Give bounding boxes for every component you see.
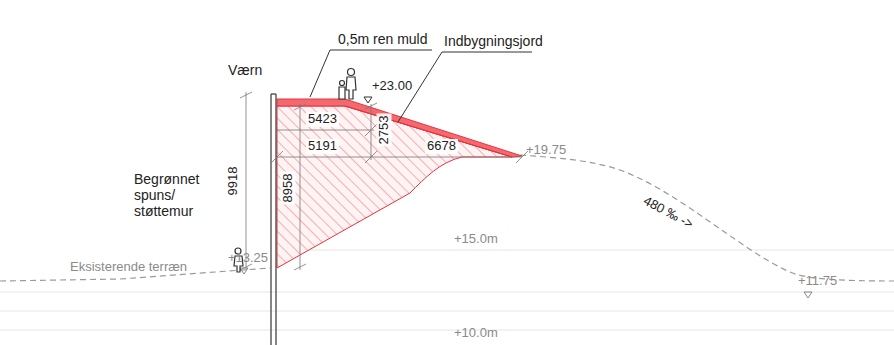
person-figures xyxy=(234,69,356,273)
topsoil-inner-edge xyxy=(345,106,512,157)
level-label: +23.00 xyxy=(372,79,412,94)
part-name: Begrønnet spuns/ støttemur xyxy=(134,171,224,219)
leader-lines xyxy=(310,50,532,122)
callout-text: 0,5m ren muld xyxy=(338,31,427,47)
dimension-label: 2753 xyxy=(377,114,392,147)
dimension-label: 5191 xyxy=(306,139,339,154)
callout-text: Indbygningsjord xyxy=(444,33,543,49)
level-lines xyxy=(0,250,894,330)
sheet-pile-wall xyxy=(271,94,276,345)
dimension-label: 5423 xyxy=(306,112,339,127)
level-marker xyxy=(804,292,812,298)
level-label: +19.75 xyxy=(526,143,566,158)
dimension-label: 8958 xyxy=(281,172,296,205)
dimension-label: 9918 xyxy=(226,167,241,196)
terrain-label: Eksisterende terræn xyxy=(70,260,187,275)
level-label: +10.0m xyxy=(454,326,498,341)
level-label: +15.0m xyxy=(454,232,498,247)
dimension-label: 6678 xyxy=(425,139,458,154)
level-marker xyxy=(240,268,248,274)
existing-terrain xyxy=(0,155,894,281)
dimension-lines xyxy=(240,92,528,270)
level-marker xyxy=(364,97,372,103)
topsoil-band xyxy=(277,99,522,157)
level-label: +13.25 xyxy=(228,251,268,266)
level-label: +11.75 xyxy=(798,274,837,289)
fill-soil xyxy=(277,106,512,268)
slope-label: 480 ‰ -> xyxy=(641,194,696,232)
part-name: Værn xyxy=(228,62,262,78)
